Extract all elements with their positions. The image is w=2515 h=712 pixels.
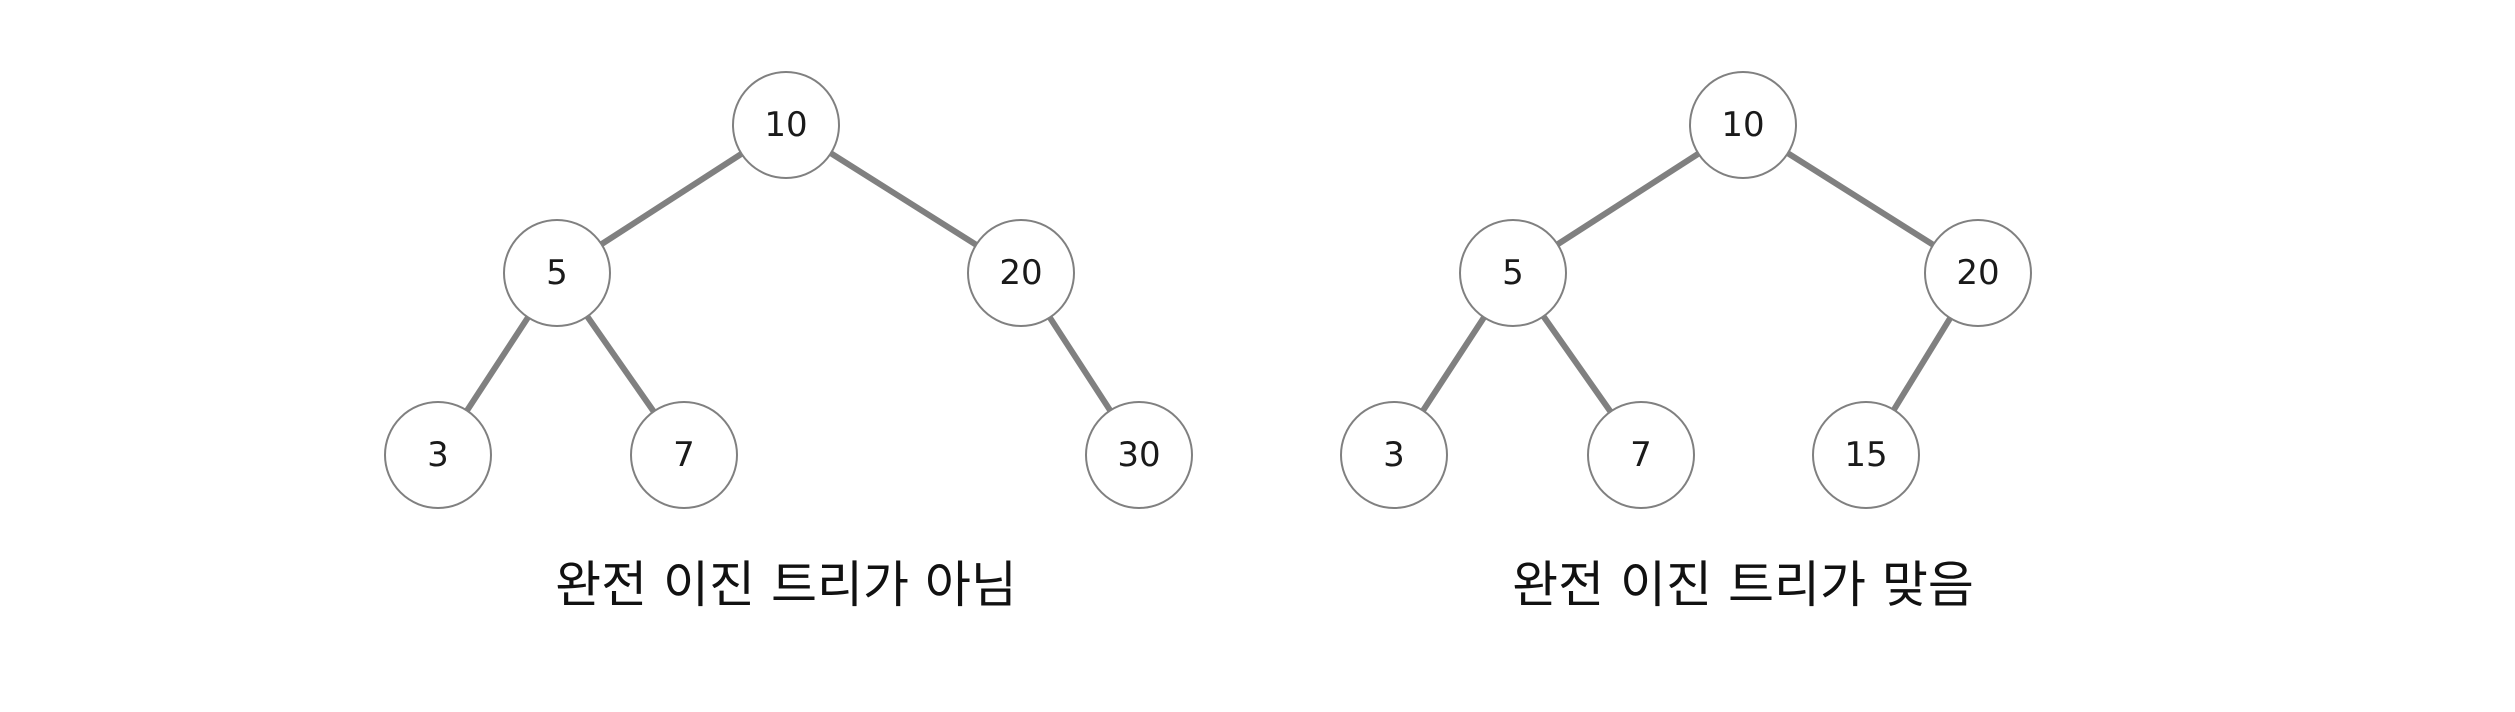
tree-node: 7 (630, 401, 738, 509)
tree-node-circle (1924, 219, 2032, 327)
tree-node-label: 7 (673, 435, 695, 475)
captions-layer: 완전 이진 트리가 아님 완전 이진 트리가 맞음 (555, 556, 1974, 614)
diagram-caption: 완전 이진 트리가 맞음 (1512, 556, 1974, 614)
tree-edge (1555, 151, 1701, 247)
tree-node-label: 15 (1844, 435, 1887, 475)
diagram-caption: 완전 이진 트리가 아님 (555, 556, 1017, 614)
tree-node-circle (384, 401, 492, 509)
tree-node-label: 30 (1117, 435, 1160, 475)
tree-node: 15 (1812, 401, 1920, 509)
tree-node: 7 (1587, 401, 1695, 509)
tree-node-label: 10 (1721, 105, 1764, 145)
tree-edge (829, 150, 978, 248)
tree-node-label: 3 (1383, 435, 1405, 475)
tree-node-circle (732, 71, 840, 179)
tree-node-circle (967, 219, 1075, 327)
tree-node: 20 (1924, 219, 2032, 327)
tree-edge (599, 151, 744, 247)
tree-edge (464, 315, 531, 413)
tree-node: 30 (1085, 401, 1193, 509)
tree-node: 5 (503, 219, 611, 327)
tree-node: 10 (1689, 71, 1797, 179)
tree-node-circle (503, 219, 611, 327)
tree-node-circle (1689, 71, 1797, 179)
tree-edge (1047, 315, 1113, 413)
tree-node: 3 (384, 401, 492, 509)
tree-node: 3 (1340, 401, 1448, 509)
nodes-layer: 10 5 20 3 7 30 10 5 20 3 7 15 (384, 71, 2032, 509)
tree-node-label: 3 (427, 435, 449, 475)
tree-node-circle (1085, 401, 1193, 509)
tree-node-circle (1812, 401, 1920, 509)
tree-node-label: 10 (764, 105, 807, 145)
tree-node-label: 20 (999, 253, 1042, 293)
tree-node-label: 7 (1630, 435, 1652, 475)
tree-node-label: 5 (546, 253, 568, 293)
tree-node: 5 (1459, 219, 1567, 327)
tree-node-circle (630, 401, 738, 509)
tree-node-label: 20 (1956, 253, 1999, 293)
tree-edge (584, 314, 657, 414)
tree-edge (1891, 316, 1953, 412)
tree-node: 10 (732, 71, 840, 179)
tree-edge (1541, 314, 1613, 414)
tree-node-circle (1459, 219, 1567, 327)
tree-node-circle (1340, 401, 1448, 509)
tree-node-circle (1587, 401, 1695, 509)
tree-edge (1786, 150, 1935, 248)
tree-node: 20 (967, 219, 1075, 327)
edges-layer (464, 150, 1953, 414)
tree-node-label: 5 (1502, 253, 1524, 293)
tree-edge (1420, 315, 1487, 413)
